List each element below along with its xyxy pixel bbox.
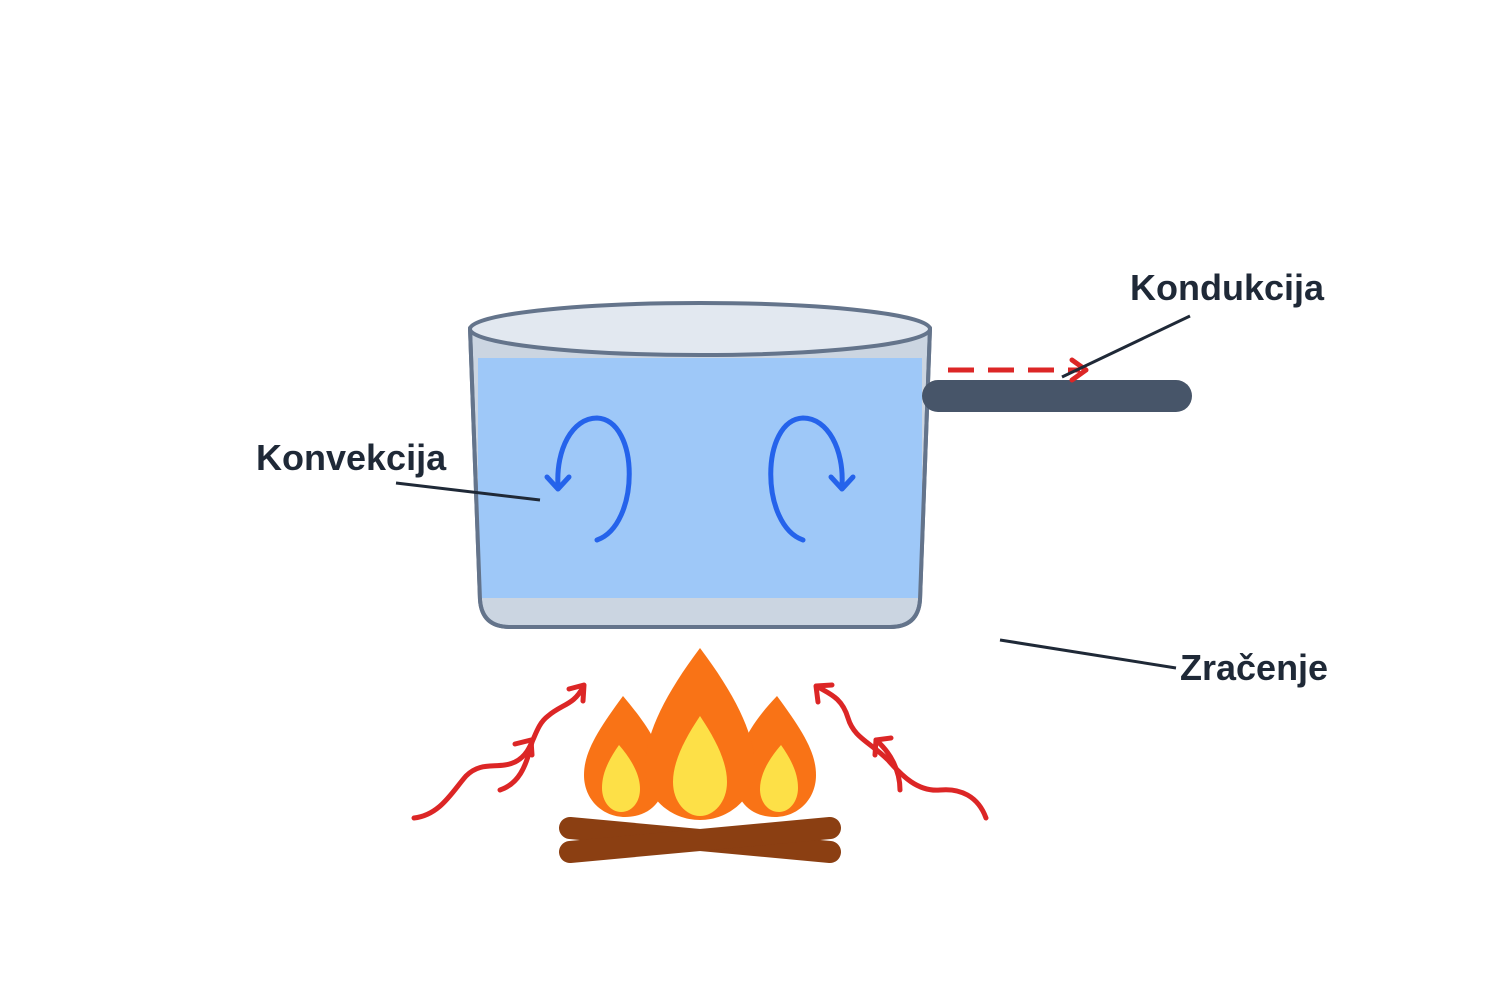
leader-conduction [1061, 314, 1191, 379]
convection-arrow-left [544, 415, 632, 543]
radiation-arrow-left-outer [411, 684, 586, 821]
radiation-arrow-right-inner [873, 737, 903, 793]
label-convection: Konvekcija [256, 437, 447, 478]
flame-right-inner [760, 745, 798, 812]
convection-arrow-right [768, 415, 856, 543]
pot-water [478, 358, 922, 598]
flame-left-inner [602, 745, 640, 812]
radiation-arrows [411, 682, 989, 821]
flame-center-inner [673, 716, 727, 816]
leader-radiation [999, 638, 1177, 670]
saucepan-icon [468, 301, 932, 629]
pot-rim [468, 301, 932, 357]
leader-convection [395, 481, 541, 502]
conduction-arrow [948, 357, 1089, 383]
label-conduction: Kondukcija [1130, 267, 1325, 308]
radiation-arrow-right-outer [815, 684, 989, 821]
firewood-icon [559, 817, 841, 863]
label-radiation: Zračenje [1180, 647, 1328, 688]
leader-lines [395, 314, 1191, 670]
pot-side-overlay [468, 327, 932, 629]
log-2 [559, 817, 841, 863]
fire-icon [584, 648, 816, 820]
